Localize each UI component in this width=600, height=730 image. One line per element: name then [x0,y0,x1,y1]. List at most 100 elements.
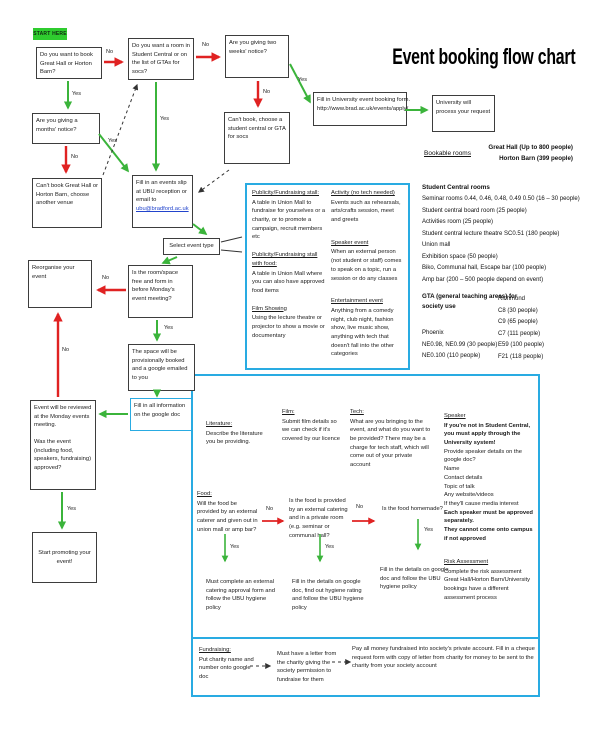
speaker-line: Each speaker must be approved separately… [444,509,533,525]
speaker-line: Topic of talk [444,483,475,490]
edge-label-yes: Yes [72,91,81,97]
university-form-text: Fill in University event booking form. [317,97,411,103]
speaker-line: Provide speaker details on the google do… [444,448,522,464]
sc-room-item: Student central lecture theatre SC0.51 (… [422,231,560,237]
great-hall-capacity: Great Hall (Up to 800 people) [488,144,573,151]
node-cant-book-choose-sc: Can't book, choose a student central or … [224,112,290,164]
connector [220,236,243,243]
risk-body-2: Great Hall/Horton Barn/University bookin… [444,577,531,601]
food-result-2: Fill in the details on google doc, find … [292,579,364,612]
speaker-line: If you're not in Student Central, you mu… [444,422,531,447]
edge-label-yes: Yes [108,138,117,144]
fundraising-heading: Fundraising: [199,647,231,653]
film-heading: Film: [282,409,295,415]
review-text-1: Event will be reviewed at the Monday eve… [34,405,92,429]
film-body: Submit film details so we can check if i… [282,418,340,443]
richmond-room: E59 (100 people) [498,342,545,348]
event-types-col2: Activity (no tech needed) Events such as… [331,189,405,368]
arrow [192,223,208,236]
edge-label-yes: Yes [424,527,433,533]
arrow-yes [289,63,311,104]
speaker-line: If they'll cause media interest [444,500,519,507]
ubu-email-link[interactable]: ubu@bradford.ac.uk [136,206,189,213]
event-type-heading: Speaker event [331,239,369,246]
event-type-body: Using the lecture theatre or projector t… [252,315,325,339]
review-text-2: Was the event (including food, speakers,… [34,439,92,472]
risk-body-1: Complete the risk assessment [444,568,522,575]
edge-label-no: No [202,42,210,48]
event-types-panel [245,183,410,370]
dashed-arrow [102,83,139,176]
richmond-room: C9 (65 people) [498,319,538,325]
details-panel [191,374,540,697]
literature-heading: Literature: [206,421,233,427]
node-two-weeks-notice: Are you giving two weeks' notice? [225,35,289,78]
sc-room-item: Exhibition space (50 people) [422,254,498,260]
food-question-2: Is the food is provided by an external c… [289,498,348,539]
edge-label-no: No [266,506,274,512]
edge-label-yes: Yes [230,544,239,550]
horton-barn-capacity: Horton Barn (399 people) [499,155,573,162]
richmond-room: F21 (118 people) [498,354,544,360]
student-central-heading: Student Central rooms [422,184,490,191]
node-university-process: University will process your request [432,95,495,132]
tech-heading: Tech: [350,409,364,415]
dashed-arrow [198,169,230,193]
edge-label-yes: Yes [160,116,169,122]
edge-label-no: No [62,347,70,353]
page-title: Event booking flow chart [391,44,575,69]
edge-label-no: No [71,154,79,160]
speaker-line: They cannot come onto campus if not appr… [444,526,533,542]
event-type-body: When an external person (not student or … [331,249,402,282]
edge-label-yes: Yes [325,544,334,550]
sc-room-item: Seminar rooms 0.44, 0.46, 0.48, 0.49 0.5… [422,196,580,202]
tech-section: Tech: What are you bringing to the event… [350,408,432,470]
fundraising-step-3: Pay all money fundraised into society's … [352,646,535,670]
literature-body: Describe the literature you be providing… [206,430,263,446]
node-fill-google-doc: Fill in all information on the google do… [130,398,192,431]
event-type-heading: Film Showing [252,305,287,312]
fundraising-s1-text: Put charity name and number onto google … [199,656,254,681]
node-events-slip: Fill in an events slip at UBU reception … [132,175,193,228]
food-question-3: Is the food homemade? [382,506,443,512]
sc-room-item: Biko, Communal hall, Escape bar (100 peo… [422,265,547,271]
node-room-free: Is the room/space free and form in befor… [128,265,193,318]
event-type-heading: Entertainment event [331,298,383,305]
edge-label-yes: Yes [164,325,173,331]
start-here-badge: START HERE [33,28,67,40]
richmond-heading: Richmond [498,296,526,302]
node-room-student-central: Do you want a room in Student Central or… [128,38,194,80]
node-cant-book-great-hall: Can't book Great Hall or Horton Barn, ch… [32,178,102,228]
bookable-rooms-heading: Bookable rooms [424,150,471,157]
node-select-event-type: Select event type [163,238,220,255]
food-question-1: Food: Will the food be provided by an ex… [197,490,259,534]
food-heading: Food: [197,491,212,497]
food-result-1: Must complete an external catering appro… [206,579,275,612]
node-provisional-booking: The space will be provisionally booked a… [128,344,195,391]
event-type-body: Anything from a comedy night, club night… [331,307,394,358]
event-type-body: A table in Union Mall where you can also… [252,270,325,294]
food-q1-text: Will the food be provided by an external… [197,500,258,533]
sc-room-item: Union mall [422,242,451,248]
arrow [161,256,178,265]
node-months-notice: Are you giving a months' notice? [32,113,100,144]
phoenix-room: NE0.98, NE0.99 (30 people) [422,342,498,348]
richmond-room: C8 (30 people) [498,308,538,314]
phoenix-room: NE0.100 (110 people) [422,353,481,359]
node-university-booking-form: Fill in University event booking form. h… [313,92,411,126]
edge-label-no: No [102,275,110,281]
phoenix-heading: Phoenix [422,330,444,336]
gta-heading: GTA (general teaching areas) for society… [422,293,518,310]
fundraising-step-2: Must have a letter from the charity givi… [277,651,337,684]
event-types-col1: Publicity/Fundraising stall: A table in … [252,189,326,349]
event-type-heading: Publicity/Fundraising stall: [252,190,320,196]
sc-room-item: Amp bar (200 – 500 people depend on even… [422,277,544,283]
film-section: Film: Submit film details so we can chec… [282,408,344,444]
sc-room-item: Student central board room (25 people) [422,208,527,214]
edge-label-no: No [106,49,114,55]
university-form-url: http://www.brad.ac.uk/events/apply/ [317,105,409,112]
speaker-line: Name [444,466,460,473]
speaker-heading: Speaker [444,413,466,419]
speaker-line: Contact details [444,474,483,481]
fundraising-step-1: Fundraising: Put charity name and number… [199,646,255,682]
